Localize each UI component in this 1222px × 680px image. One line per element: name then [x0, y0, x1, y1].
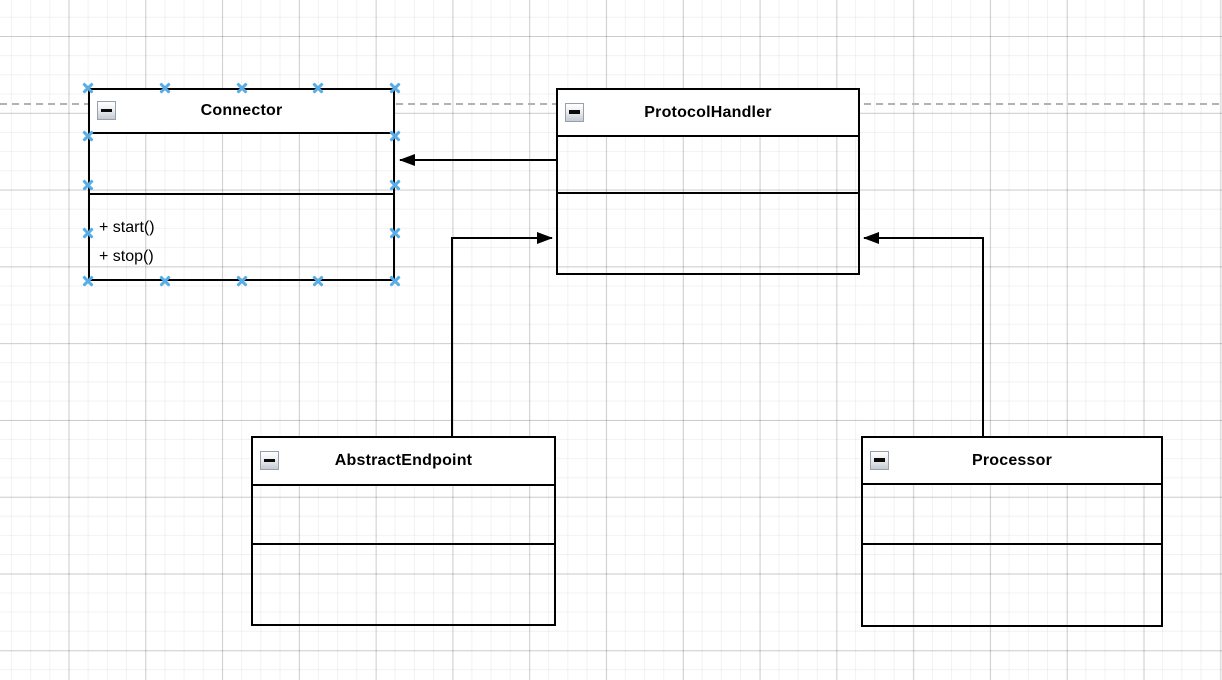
- class-protocolhandler-methods: [558, 194, 858, 273]
- minus-icon: [101, 108, 112, 113]
- connection-point[interactable]: [82, 227, 94, 239]
- class-processor-methods: [863, 545, 1161, 625]
- class-processor-titlebar[interactable]: Processor: [863, 438, 1161, 485]
- minus-icon: [874, 458, 885, 462]
- class-processor[interactable]: Processor: [861, 436, 1163, 627]
- class-protocolhandler-attributes: [558, 137, 858, 194]
- class-title: Processor: [971, 451, 1053, 469]
- collapse-toggle-icon[interactable]: [870, 450, 889, 470]
- connection-point[interactable]: [82, 179, 94, 191]
- connection-point[interactable]: [159, 82, 171, 94]
- class-connector-attributes: [90, 134, 393, 195]
- connection-point[interactable]: [82, 82, 94, 94]
- class-abstractendpoint-methods: [253, 545, 554, 624]
- connection-point[interactable]: [389, 275, 401, 287]
- class-title: AbstractEndpoint: [334, 452, 473, 469]
- connection-point[interactable]: [236, 275, 248, 287]
- class-abstractendpoint-attributes: [253, 486, 554, 545]
- connection-point[interactable]: [159, 275, 171, 287]
- connection-point[interactable]: [389, 179, 401, 191]
- collapse-toggle-icon[interactable]: [97, 101, 116, 120]
- class-processor-attributes: [863, 485, 1161, 545]
- connection-point[interactable]: [82, 130, 94, 142]
- class-abstractendpoint[interactable]: AbstractEndpoint: [251, 436, 556, 626]
- connection-point[interactable]: [82, 275, 94, 287]
- connection-point[interactable]: [312, 275, 324, 287]
- class-title: Connector: [200, 102, 283, 119]
- connection-point[interactable]: [389, 227, 401, 239]
- edge-abstractendpoint-to-protocolhandler[interactable]: [451, 232, 553, 437]
- method-item: + start(): [99, 219, 155, 236]
- collapse-toggle-icon[interactable]: [260, 451, 279, 470]
- class-connector-methods: + start() + stop(): [90, 195, 393, 279]
- class-title: ProtocolHandler: [644, 103, 772, 121]
- class-protocolhandler-titlebar[interactable]: ProtocolHandler: [558, 90, 858, 137]
- connection-point[interactable]: [389, 82, 401, 94]
- class-abstractendpoint-titlebar[interactable]: AbstractEndpoint: [253, 438, 554, 486]
- class-connector[interactable]: Connector + start() + stop(): [88, 88, 395, 281]
- collapse-toggle-icon[interactable]: [565, 102, 584, 122]
- minus-icon: [569, 110, 580, 114]
- edge-processor-to-protocolhandler[interactable]: [863, 232, 984, 437]
- method-item: + stop(): [99, 248, 154, 265]
- class-protocolhandler[interactable]: ProtocolHandler: [556, 88, 860, 275]
- class-connector-titlebar[interactable]: Connector: [90, 90, 393, 134]
- connection-point[interactable]: [389, 130, 401, 142]
- connection-point[interactable]: [312, 82, 324, 94]
- connection-point[interactable]: [236, 82, 248, 94]
- minus-icon: [264, 458, 275, 463]
